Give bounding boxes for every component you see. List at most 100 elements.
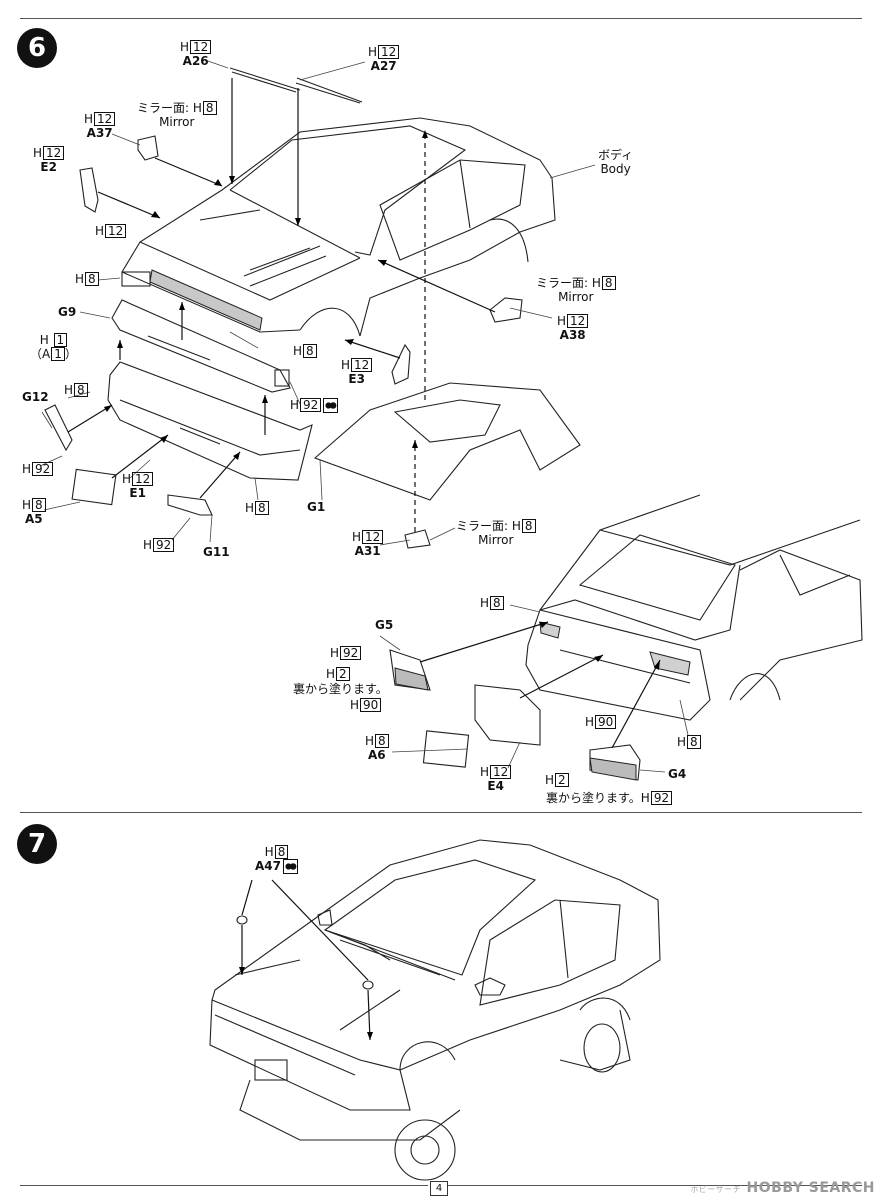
- part-a5: [71, 468, 117, 506]
- mirror-jp: ミラー面: H: [536, 276, 601, 290]
- page-number: 4: [430, 1181, 448, 1196]
- color-code: 12: [490, 765, 512, 779]
- color-code: 2: [336, 667, 350, 681]
- color-code: 8: [490, 596, 504, 610]
- mirror-jp: ミラー面: H: [137, 101, 202, 115]
- part-id: E4: [487, 779, 504, 793]
- part-e4: [474, 684, 541, 746]
- color-code: 12: [351, 358, 373, 372]
- color-code: 12: [567, 314, 589, 328]
- part-g1: [313, 382, 581, 501]
- part-g5: [389, 649, 431, 691]
- part-id: A47: [255, 859, 281, 873]
- body-en: Body: [600, 162, 631, 176]
- alt-open: （A: [30, 347, 51, 361]
- label-g11: G11: [203, 545, 230, 559]
- car-full: [209, 839, 661, 1181]
- color-code: 92: [32, 462, 54, 476]
- mix-symbol-icon: [323, 398, 339, 413]
- color-code: 2: [555, 773, 569, 787]
- mirror-jp: ミラー面: H: [456, 519, 521, 533]
- arrows-step6b: [419, 621, 661, 749]
- label-g5: G5: [375, 618, 394, 632]
- mix-symbol-icon: [283, 859, 298, 874]
- mirror-a31: [404, 529, 431, 549]
- part-id: A27: [370, 59, 397, 73]
- label-g1: G1: [307, 500, 326, 514]
- label-back-paint-1: 裏から塗ります。: [293, 682, 388, 696]
- car-body-rear: [525, 494, 863, 721]
- color-code-alt: 1: [51, 347, 65, 361]
- color-code: 8: [375, 734, 389, 748]
- mirror-en: Mirror: [478, 533, 514, 547]
- part-id: A26: [182, 54, 209, 68]
- part-g4: [589, 744, 641, 781]
- color-code: 1: [53, 333, 68, 347]
- part-id: E3: [348, 372, 365, 386]
- color-code: 92: [300, 398, 322, 412]
- part-e2: [79, 167, 99, 213]
- color-code: 12: [378, 45, 400, 59]
- part-id: A31: [354, 544, 381, 558]
- step-6-badge: 6: [17, 28, 57, 68]
- part-id: A38: [559, 328, 586, 342]
- watermark-small: ホビーサーチ: [690, 1185, 742, 1194]
- part-id: A37: [86, 126, 113, 140]
- part-id: A5: [25, 512, 43, 526]
- body-jp: ボディ: [598, 148, 634, 162]
- leader-lines: [39, 59, 689, 773]
- color-code: 8: [687, 735, 701, 749]
- color-code: 92: [650, 791, 673, 805]
- mirror-en: Mirror: [558, 290, 594, 304]
- color-code: 8: [85, 272, 99, 286]
- mirror-a37: [137, 135, 159, 161]
- part-id: A6: [368, 748, 386, 762]
- car-body-front: [121, 117, 556, 337]
- color-code: 90: [595, 715, 617, 729]
- step-7-badge: 7: [17, 824, 57, 864]
- label-g4: G4: [668, 767, 687, 781]
- bumper: [107, 361, 313, 481]
- arrows-step6: [67, 78, 496, 532]
- color-code: 8: [601, 276, 616, 290]
- part-a47-right: [362, 980, 374, 990]
- back-paint-text: 裏から塗ります。H: [546, 791, 650, 805]
- part-id: E2: [40, 160, 57, 174]
- mirror-en: Mirror: [159, 115, 195, 129]
- part-id: E1: [129, 486, 146, 500]
- part-g9: [111, 299, 291, 393]
- color-code: 92: [340, 646, 362, 660]
- wiper-a26: [229, 67, 301, 93]
- color-code: 8: [521, 519, 536, 533]
- bottom-rule: [20, 1185, 428, 1186]
- color-code: 92: [153, 538, 175, 552]
- color-code: 12: [362, 530, 384, 544]
- color-code: 8: [303, 344, 317, 358]
- arrows-step7: [239, 879, 373, 1041]
- part-a47-left: [236, 915, 248, 925]
- bumper-side: [274, 369, 290, 387]
